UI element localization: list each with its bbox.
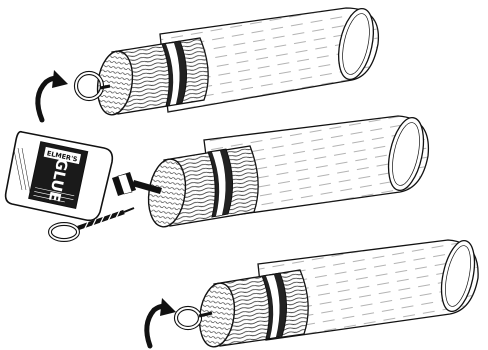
rotate-arrow-icon	[38, 70, 68, 120]
glue-bottle-icon: ELMER'S GLUE	[6, 132, 162, 221]
tube-assembly-1	[38, 5, 379, 120]
wood-plug	[196, 270, 308, 349]
tube-assembly-3	[147, 238, 480, 349]
wood-plug	[144, 146, 258, 229]
rotate-arrow-icon	[147, 298, 176, 346]
tube-assembly-2: ELMER'S GLUE	[6, 114, 430, 240]
